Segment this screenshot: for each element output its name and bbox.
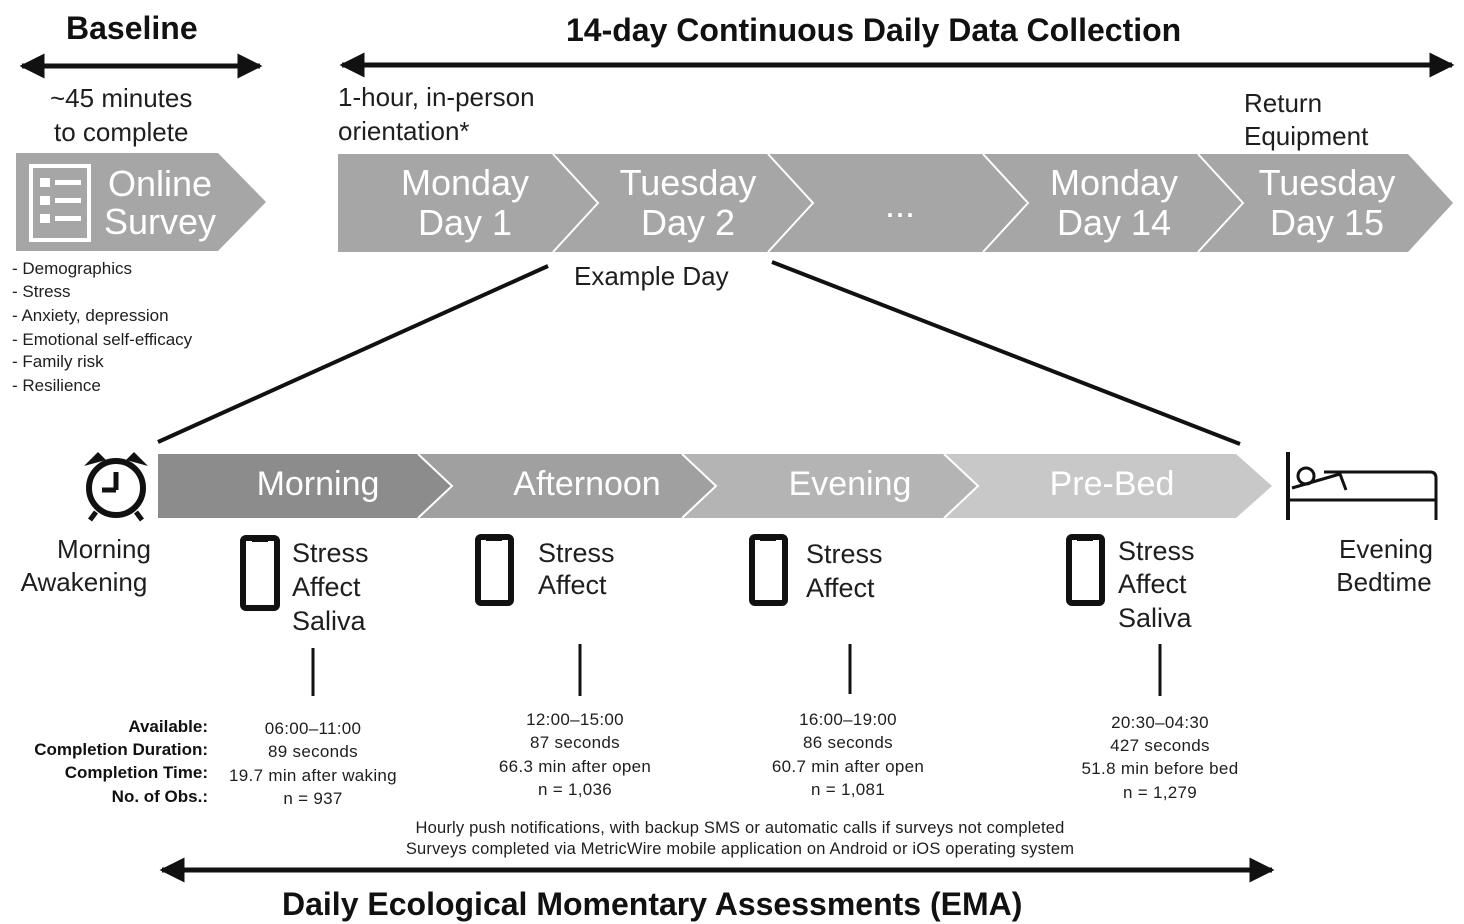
baseline-duration-line2: to complete: [54, 117, 189, 147]
stat-value: 89 seconds: [268, 742, 358, 761]
end-event-line2: Bedtime: [1336, 567, 1432, 597]
ema-measure: Saliva: [292, 606, 366, 636]
day-label-14-number: Day 14: [1056, 202, 1172, 243]
smartphone-icon: [240, 535, 280, 611]
stat-value: 16:00–19:00: [799, 710, 897, 729]
stat-value: 51.8 min before bed: [1081, 759, 1239, 778]
stat-value: 60.7 min after open: [771, 757, 925, 776]
survey-label-line1: Online: [107, 163, 213, 204]
day-label-15-weekday: Tuesday: [1258, 162, 1396, 203]
ema-measure: Affect: [538, 570, 607, 600]
orientation-line1: 1-hour, in-person: [338, 82, 535, 112]
stat-value: n = 1,081: [810, 780, 886, 799]
ema-measure: Stress: [806, 539, 883, 569]
ema-title: Daily Ecological Momentary Assessments (…: [282, 886, 1023, 922]
phase-morning: [158, 454, 452, 518]
footer-note: Surveys completed via MetricWire mobile …: [405, 840, 1075, 858]
phase-label-prebed: Pre-Bed: [1049, 465, 1175, 503]
survey-item: - Stress: [12, 282, 71, 301]
phase-label-evening: Evening: [788, 465, 912, 503]
footer-note: Hourly push notifications, with backup S…: [415, 819, 1065, 837]
phase-prebed: [944, 454, 1272, 518]
stat-label-duration: Completion Duration:: [34, 740, 208, 759]
day-label-15-number: Day 15: [1269, 202, 1385, 243]
stat-value: 19.7 min after waking: [229, 766, 397, 785]
survey-item: - Anxiety, depression: [12, 306, 169, 325]
survey-item: - Emotional self-efficacy: [12, 330, 193, 349]
return-line1: Return: [1244, 88, 1323, 118]
ema-measure: Affect: [292, 572, 361, 602]
stat-label-time: Completion Time:: [64, 763, 208, 782]
smartphone-icon: [475, 534, 514, 606]
zoom-line-right: [771, 260, 1241, 446]
phase-label-morning: Morning: [256, 465, 380, 503]
day-chevron-2: [553, 154, 813, 252]
end-event-line1: Evening: [1339, 534, 1433, 564]
collection-title: 14-day Continuous Daily Data Collection: [566, 12, 1182, 48]
stat-value: 427 seconds: [1110, 736, 1210, 755]
day-chevron-3: [768, 154, 1028, 252]
phase-evening: [682, 454, 978, 518]
day-label-2-number: Day 2: [640, 202, 736, 243]
day-chevron-14: [983, 154, 1243, 252]
stat-value: 66.3 min after open: [498, 757, 652, 776]
ema-measure: Affect: [806, 573, 875, 603]
return-line2: Equipment: [1244, 121, 1369, 151]
stat-value: 12:00–15:00: [526, 710, 624, 729]
survey-item: - Resilience: [12, 376, 101, 395]
alarm-clock-icon: [84, 452, 148, 522]
stat-value: n = 1,279: [1122, 783, 1198, 802]
example-day-label: Example Day: [574, 261, 729, 291]
baseline-duration-line1: ~45 minutes: [50, 83, 193, 113]
stat-value: 20:30–04:30: [1111, 713, 1209, 732]
checklist-icon: [29, 164, 91, 242]
ema-measure: Affect: [1118, 569, 1187, 599]
bed-icon: [1286, 452, 1438, 520]
online-survey-chevron: [16, 153, 266, 251]
stat-value: n = 1,036: [537, 780, 613, 799]
day-label-1-weekday: Monday: [400, 162, 530, 203]
phase-afternoon: [418, 454, 716, 518]
ema-measure: Saliva: [1118, 603, 1192, 633]
ema-measure: Stress: [1118, 536, 1195, 566]
day-chevron-15: [1198, 154, 1453, 252]
survey-label-line2: Survey: [103, 201, 217, 242]
ema-measure: Stress: [538, 538, 615, 568]
day-label-1-number: Day 1: [417, 202, 513, 243]
day-label-2-weekday: Tuesday: [619, 162, 757, 203]
smartphone-icon: [1066, 534, 1105, 606]
stat-value: 87 seconds: [530, 733, 620, 752]
survey-item: - Family risk: [12, 352, 104, 371]
day-label-14-weekday: Monday: [1049, 162, 1179, 203]
stat-value: n = 937: [283, 789, 343, 808]
start-event-line1: Morning: [57, 534, 151, 564]
stat-label-available: Available:: [128, 717, 208, 736]
zoom-line-left: [157, 264, 549, 444]
orientation-line2: orientation*: [338, 116, 470, 146]
survey-item: - Demographics: [12, 259, 132, 278]
start-event-line2: Awakening: [20, 567, 148, 597]
baseline-title: Baseline: [66, 10, 198, 46]
ema-measure: Stress: [292, 538, 369, 568]
stat-label-obs: No. of Obs.:: [111, 787, 208, 806]
day-label-ellipsis: ...: [884, 184, 915, 225]
day-chevron-1: [338, 154, 598, 252]
stat-value: 86 seconds: [803, 733, 893, 752]
stat-value: 06:00–11:00: [264, 719, 362, 738]
phase-label-afternoon: Afternoon: [513, 465, 661, 503]
smartphone-icon: [749, 534, 788, 606]
